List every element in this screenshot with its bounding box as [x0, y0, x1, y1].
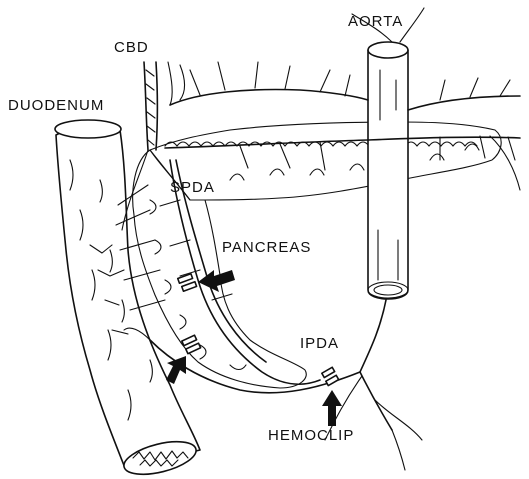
label-pancreas: PANCREAS	[222, 239, 311, 256]
label-aorta: AORTA	[348, 13, 403, 30]
label-hemoclip: HEMOCLIP	[268, 427, 354, 444]
hemoclip-ipda	[322, 367, 339, 385]
arrow-lower	[166, 356, 186, 384]
label-cbd: CBD	[114, 39, 149, 56]
aorta-vessel	[368, 42, 408, 299]
label-ipda: IPDA	[300, 335, 339, 352]
common-bile-duct	[122, 62, 158, 230]
label-spda: SPDA	[170, 179, 215, 196]
label-duodenum: DUODENUM	[8, 97, 104, 114]
hemoclip-lower	[182, 335, 201, 353]
arrow-upper	[198, 270, 235, 292]
arrow-ipda	[322, 390, 342, 426]
